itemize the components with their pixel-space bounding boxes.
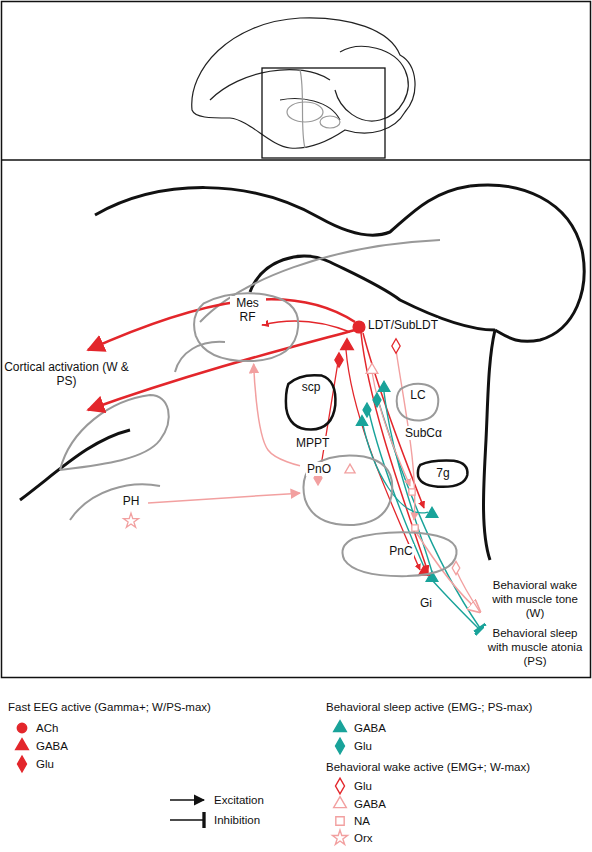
region-marker: PH [114,492,148,516]
brain-region: PnO [300,452,398,528]
neuron-symbol [378,381,390,391]
legend-label: Glu [354,739,372,753]
region-label: LDT/SubLDT [368,318,438,332]
neuron-symbol [353,321,365,333]
neuron-symbol [373,393,381,407]
legend-sample [170,800,204,801]
brain-region: PnC [338,530,464,578]
legend-sample [170,820,204,821]
neuron-symbol [392,339,400,353]
brain-region: scp [284,372,338,432]
brain-region: LC [395,382,441,422]
output-label: Behavioral wake with muscle tone (W) [484,578,586,620]
legend-label: Inhibition [214,813,260,827]
region-label: scp [301,380,322,394]
neuron-symbol [426,507,438,517]
neuron-symbol [123,513,138,527]
neuron-symbol [363,403,371,417]
legend-sample [17,723,26,732]
legend-label: Orx [354,831,373,845]
neuron-symbol [409,489,415,495]
region-label: PnC [388,544,413,558]
legend-label: GABA [354,721,386,735]
neuron-symbol [356,415,367,425]
neuron-symbol [341,339,354,350]
brain-region: Mes RF [190,290,305,364]
region-label: PnO [306,462,332,476]
neuron-symbol [412,525,418,531]
neuron-symbol [335,353,343,367]
output-label: Behavioral sleep with muscle atonia (PS) [484,626,586,668]
region-label: Gi [420,596,432,610]
region-label: LC [409,388,426,402]
legend-sample [332,830,347,844]
legend-label: GABA [354,797,386,811]
brain-region: 7g [416,459,470,488]
region-label: SubCα [405,426,442,440]
legend-sample [336,738,345,754]
region-label: Mes RF [230,296,266,324]
legend-sample [18,756,27,772]
legend-sample [336,817,344,825]
legend-label: ACh [36,721,58,735]
region-label: PH [122,494,141,508]
legend-heading: Behavioral wake active (EMG+; W-max) [326,760,530,774]
legend-label: Excitation [214,793,264,807]
legend-sample [334,797,347,808]
legend-label: GABA [36,739,68,753]
output-label: Cortical activation (W & PS) [4,360,129,388]
legend-sample [334,721,347,732]
legend-label: Glu [354,779,372,793]
neuron-symbol [345,464,355,473]
legend-heading: Fast EEG active (Gamma+; W/PS-max) [8,700,211,714]
neuron-symbol [366,363,378,373]
legend-sample [336,778,345,794]
projection-arrow [148,493,300,503]
legend-label: Glu [36,757,54,771]
legend-label: NA [354,814,370,828]
legend-heading: Behavioral sleep active (EMG-; PS-max) [326,700,532,714]
region-label: MPPT [296,436,329,450]
region-label: 7g [435,466,450,480]
legend-sample [16,739,29,750]
